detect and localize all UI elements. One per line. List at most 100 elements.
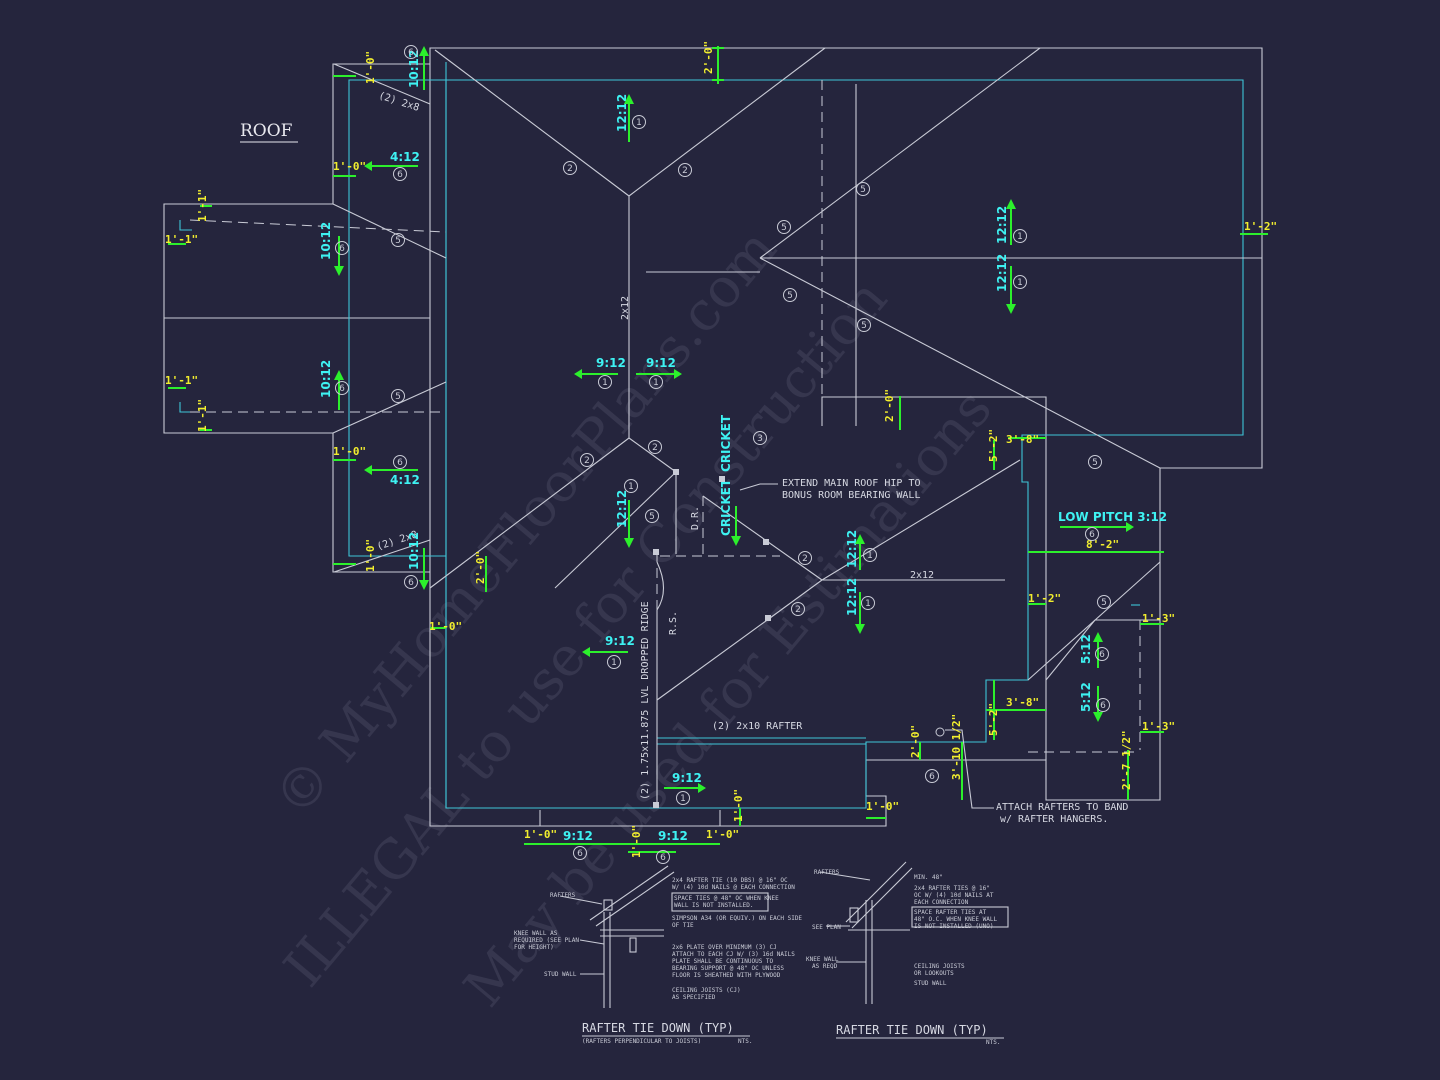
roof-plane-marker-circle (1013, 275, 1027, 289)
member-2x12-vertical: 2x12 (620, 296, 631, 320)
pitch-bottom-left-corner: 10:12 (407, 532, 421, 570)
detail-rafter-tie-right: RAFTERS SEE PLAN KNEE WALL AS REQD MIN. … (806, 861, 1009, 1046)
roof-plane-marker-number: 1 (602, 378, 608, 388)
pitch-garage-west: 9:12 (605, 634, 635, 648)
dim-east-eave: 1'-2" (1244, 220, 1277, 233)
detail-right-see-plan: SEE PLAN (812, 924, 841, 931)
roof-plane-marker-number: 5 (649, 512, 655, 522)
roof-plane-marker-number: 6 (1099, 650, 1105, 660)
roof-plane-marker-number: 6 (408, 48, 414, 58)
dim-bonus-eave: 2'-0" (883, 389, 896, 422)
detail-right-n3: OC W/ (4) 10d NAILS AT (914, 892, 994, 899)
pitch-wing-upper: 10:12 (319, 222, 333, 260)
pitch-labels: 12:12 12:12 12:12 12:12 12:12 12:12 10:1… (319, 50, 1167, 843)
roof-plane-marker-number: 5 (1101, 598, 1107, 608)
dim-garage-south: 1'-0" (732, 789, 745, 822)
detail-right-n6: 48" O.C. WHEN KNEE WALL (914, 916, 997, 923)
roof-plane-marker-number: 5 (1092, 458, 1098, 468)
pitch-bay-left: 9:12 (563, 829, 593, 843)
pitch-garage-south: 9:12 (672, 771, 702, 785)
pitch-east-lower: 5:12 (1079, 682, 1093, 712)
dim-top-eave: 2'-0" (702, 41, 715, 74)
detail-right-n10: STUD WALL (914, 980, 947, 987)
detail-left-n2: W/ (4) 10d NAILS @ EACH CONNECTION (672, 884, 795, 891)
roof-plane-marker-number: 1 (611, 658, 617, 668)
dim-wing-lower-left: 1'-1" (165, 374, 198, 387)
detail-left-n11: FLOOR IS SHEATHED WITH PLYWOOD (672, 972, 781, 979)
roof-plane-marker-circle (393, 167, 407, 181)
roof-plane-marker-number: 5 (861, 321, 867, 331)
roof-plane-marker-number: 5 (395, 392, 401, 402)
dim-wing-upper-left: 1'-1" (165, 233, 198, 246)
pitch-top-left-corner: 10:12 (407, 50, 421, 88)
pitch-right-upper: 12:12 (995, 206, 1009, 244)
detail-right-rafters: RAFTERS (814, 869, 840, 876)
detail-rafter-tie-left: RAFTERS KNEE WALL AS REQUIRED (SEE PLAN … (514, 865, 802, 1045)
dim-low-pitch-eave: 1'-2" (1028, 592, 1061, 605)
roof-plane-marker-circle (607, 655, 621, 669)
roof-plane-marker-number: 3 (757, 434, 763, 444)
dim-wing-lower-bottom: 1'-1" (196, 399, 209, 432)
roof-plane-marker-circle (580, 453, 594, 467)
roof-plane-marker-circle (753, 431, 767, 445)
dim-bottom-left-corner: 1'-0" (364, 539, 377, 572)
roof-plane-marker-circle (856, 182, 870, 196)
pitch-east-upper: 5:12 (1079, 634, 1093, 664)
roof-plane-marker-number: 2 (567, 164, 573, 174)
rs-label: R.S. (668, 611, 679, 635)
detail-left-stud: STUD WALL (544, 971, 577, 978)
note-attach-line1: ATTACH RAFTERS TO BAND (996, 802, 1128, 813)
roof-plane-marker-circle (798, 551, 812, 565)
intersection-marks (653, 469, 771, 808)
roof-plane-marker-number: 6 (408, 578, 414, 588)
dim-bump-upper: 3'-8" (1006, 433, 1039, 446)
roof-plane-marker-circle (1097, 595, 1111, 609)
roof-plane-marker-circle (645, 509, 659, 523)
dim-low-pitch-span: 8'-2" (1086, 538, 1119, 551)
note-attach-line2: w/ RAFTER HANGERS. (1000, 814, 1108, 825)
detail-left-subtitle: (RAFTERS PERPENDICULAR TO JOISTS) (582, 1038, 701, 1045)
roof-plane-marker-number: 6 (397, 170, 403, 180)
roof-plane-marker-circle (777, 220, 791, 234)
pitch-wing-top: 4:12 (390, 150, 420, 164)
note-extend-line1: EXTEND MAIN ROOF HIP TO (782, 478, 920, 489)
roof-plane-marker-number: 6 (929, 772, 935, 782)
roof-plane-marker-number: 1 (680, 794, 686, 804)
detail-right-n5: SPACE RAFTER TIES AT (914, 909, 987, 916)
roof-plane-marker-circle (1013, 229, 1027, 243)
roof-plane-marker-number: 2 (584, 456, 590, 466)
roof-plane-marker-number: 6 (660, 853, 666, 863)
roof-plane-marker-number: 1 (865, 599, 871, 609)
roof-plane-marker-number: 2 (652, 443, 658, 453)
roof-plane-marker-number: 5 (781, 223, 787, 233)
pitch-main-east: 9:12 (646, 356, 676, 370)
pitch-bonus-upper: 12:12 (845, 530, 859, 568)
detail-right-nts: NTS. (986, 1039, 1000, 1046)
pitch-wing-bottom: 4:12 (390, 473, 420, 487)
dim-wing-bottom-overhang: 1'-0" (333, 445, 366, 458)
roof-plane-marker-circle (335, 381, 349, 395)
dim-top-left-corner: 1'-0" (364, 51, 377, 84)
detail-left-n6: OF TIE (672, 922, 694, 929)
pitch-bonus-lower: 12:12 (845, 578, 859, 616)
detail-left-n4: WALL IS NOT INSTALLED. (674, 902, 753, 909)
roof-plane-marker-number: 1 (636, 118, 642, 128)
roof-plane-marker-number: 2 (802, 554, 808, 564)
roof-plane-marker-circle (1085, 527, 1099, 541)
rafter-2x8-top: (2) 2x8 (377, 90, 420, 113)
roof-plane-marker-number: 1 (867, 551, 873, 561)
dropped-ridge-label: (2) 1.75x11.875 LVL DROPPED RIDGE (640, 601, 651, 800)
roof-plane-marker-number: 5 (395, 236, 401, 246)
detail-left-knee-1: KNEE WALL AS (514, 930, 558, 937)
roof-plane-marker-circle (393, 455, 407, 469)
detail-right-n9: OR LOOKOUTS (914, 970, 954, 977)
roof-plane-marker-circle (791, 602, 805, 616)
roof-plane-marker-circle (1096, 698, 1110, 712)
pitch-main-west: 9:12 (596, 356, 626, 370)
dim-garage-corner: 1'-0" (866, 800, 899, 813)
dim-bump-lower: 3'-8" (1006, 696, 1039, 709)
roof-plane-marker-circle (861, 596, 875, 610)
dim-east-upper-overhang: 1'-3" (1142, 612, 1175, 625)
detail-right-title: RAFTER TIE DOWN (TYP) (836, 1023, 988, 1037)
detail-left-n8: ATTACH TO EACH CJ W/ (3) 16d NAILS (672, 951, 795, 958)
